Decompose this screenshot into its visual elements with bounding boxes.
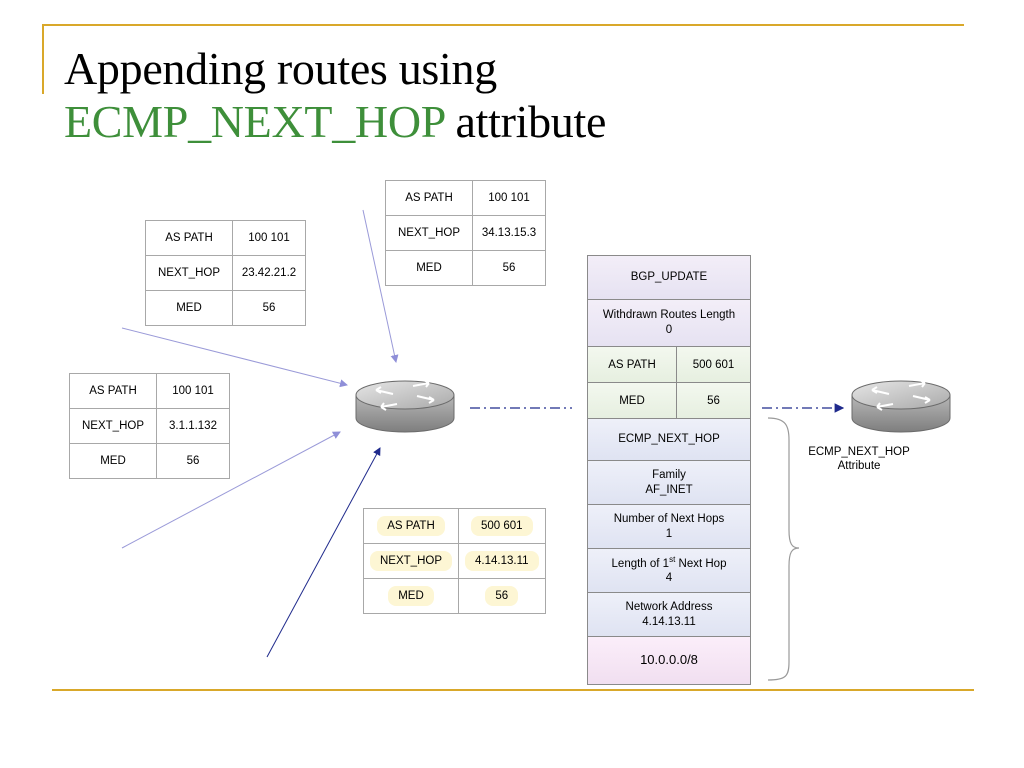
attr-value: 100 101: [472, 180, 546, 216]
table-row: MED 56: [363, 578, 546, 614]
attr-value-text: 4.14.13.11: [465, 551, 539, 571]
table-row: AS PATH 500 601: [363, 508, 546, 544]
router-icon: [355, 379, 455, 433]
attr-key: MED: [69, 443, 157, 479]
network-address-value: 4.14.13.11: [642, 615, 696, 628]
next-hop-count-value: 1: [665, 527, 673, 540]
attr-value: 56: [232, 290, 306, 326]
route-table-4: AS PATH 500 601 NEXT_HOP 4.14.13.11 MED 56: [363, 508, 546, 614]
bottom-rule: [52, 689, 974, 691]
med-value: 56: [707, 394, 720, 407]
length-label-post: Next Hop: [675, 557, 727, 570]
table-row: NEXT_HOP 4.14.13.11: [363, 543, 546, 579]
attr-value: 56: [472, 250, 546, 286]
length-label-sup: st: [669, 554, 676, 564]
network-address-field: Network Address 4.14.13.11: [588, 593, 750, 637]
update-header: BGP_UPDATE: [588, 256, 750, 300]
network-address-label: Network Address: [625, 600, 713, 613]
attr-key-text: NEXT_HOP: [370, 551, 452, 571]
attr-value: 100 101: [156, 373, 230, 409]
brace-label-line-1: ECMP_NEXT_HOP: [808, 446, 910, 458]
brace-label-line-2: Attribute: [837, 460, 881, 473]
attr-key-text: MED: [388, 586, 434, 606]
med-field: MED 56: [588, 383, 750, 419]
attr-value: 100 101: [232, 220, 306, 256]
attr-key-text: AS PATH: [377, 516, 445, 536]
attr-key: AS PATH: [145, 220, 233, 256]
family-label: Family: [652, 468, 686, 481]
brace-label: ECMP_NEXT_HOP Attribute: [800, 445, 918, 474]
title-line-1: Appending routes using: [64, 43, 497, 94]
slide-title: Appending routes using ECMP_NEXT_HOP att…: [64, 42, 606, 149]
next-hop-length-field: Length of 1st Next Hop 4: [588, 549, 750, 593]
attr-key: MED: [363, 578, 459, 614]
attr-value: 34.13.15.3: [472, 215, 546, 251]
top-rule: [42, 24, 964, 26]
feed-line-3: [121, 431, 341, 549]
ecmp-header-label: ECMP_NEXT_HOP: [618, 433, 720, 446]
feed-line-2: [362, 209, 399, 363]
attr-key: AS PATH: [69, 373, 157, 409]
attr-value: 23.42.21.2: [232, 255, 306, 291]
withdrawn-routes-field: Withdrawn Routes Length 0: [588, 300, 750, 347]
bgp-update-message: BGP_UPDATE Withdrawn Routes Length 0 AS …: [587, 255, 751, 685]
feed-line-1: [121, 327, 348, 388]
attr-value: 56: [156, 443, 230, 479]
attr-key: NEXT_HOP: [69, 408, 157, 444]
left-rule: [42, 24, 44, 94]
attr-value-text: 56: [485, 586, 519, 606]
nlri-prefix-field: 10.0.0.0/8: [588, 637, 750, 684]
next-hop-length-label: Length of 1st Next Hop: [612, 555, 727, 572]
attr-key: MED: [385, 250, 473, 286]
attribute-brace: [767, 417, 800, 681]
withdrawn-label: Withdrawn Routes Length: [602, 309, 736, 322]
title-accent: ECMP_NEXT_HOP: [64, 96, 445, 148]
attr-key: AS PATH: [385, 180, 473, 216]
attr-value: 4.14.13.11: [458, 543, 546, 579]
feed-line-4: [266, 447, 381, 658]
next-hop-count-label: Number of Next Hops: [613, 512, 725, 525]
next-hop-length-value: 4: [665, 572, 673, 585]
update-header-label: BGP_UPDATE: [630, 271, 708, 284]
title-rest: attribute: [444, 96, 607, 148]
next-hop-count-field: Number of Next Hops 1: [588, 505, 750, 549]
family-field: Family AF_INET: [588, 461, 750, 505]
attr-key: NEXT_HOP: [363, 543, 459, 579]
as-path-key: AS PATH: [588, 347, 677, 382]
med-key: MED: [588, 383, 677, 418]
attr-value: 56: [458, 578, 546, 614]
attr-key: NEXT_HOP: [385, 215, 473, 251]
withdrawn-value: 0: [665, 324, 673, 336]
as-path-field: AS PATH 500 601: [588, 347, 750, 383]
attr-key: NEXT_HOP: [145, 255, 233, 291]
router-icon: [851, 379, 951, 433]
ecmp-next-hop-header: ECMP_NEXT_HOP: [588, 419, 750, 461]
length-label-pre: Length of 1: [611, 557, 670, 570]
attr-value: 500 601: [458, 508, 546, 544]
attr-value-text: 500 601: [470, 516, 533, 536]
family-value: AF_INET: [645, 483, 693, 496]
as-path-value: 500 601: [692, 358, 735, 371]
attr-key: MED: [145, 290, 233, 326]
attr-key: AS PATH: [363, 508, 459, 544]
nlri-prefix-value: 10.0.0.0/8: [640, 652, 698, 668]
attr-value: 3.1.1.132: [156, 408, 230, 444]
